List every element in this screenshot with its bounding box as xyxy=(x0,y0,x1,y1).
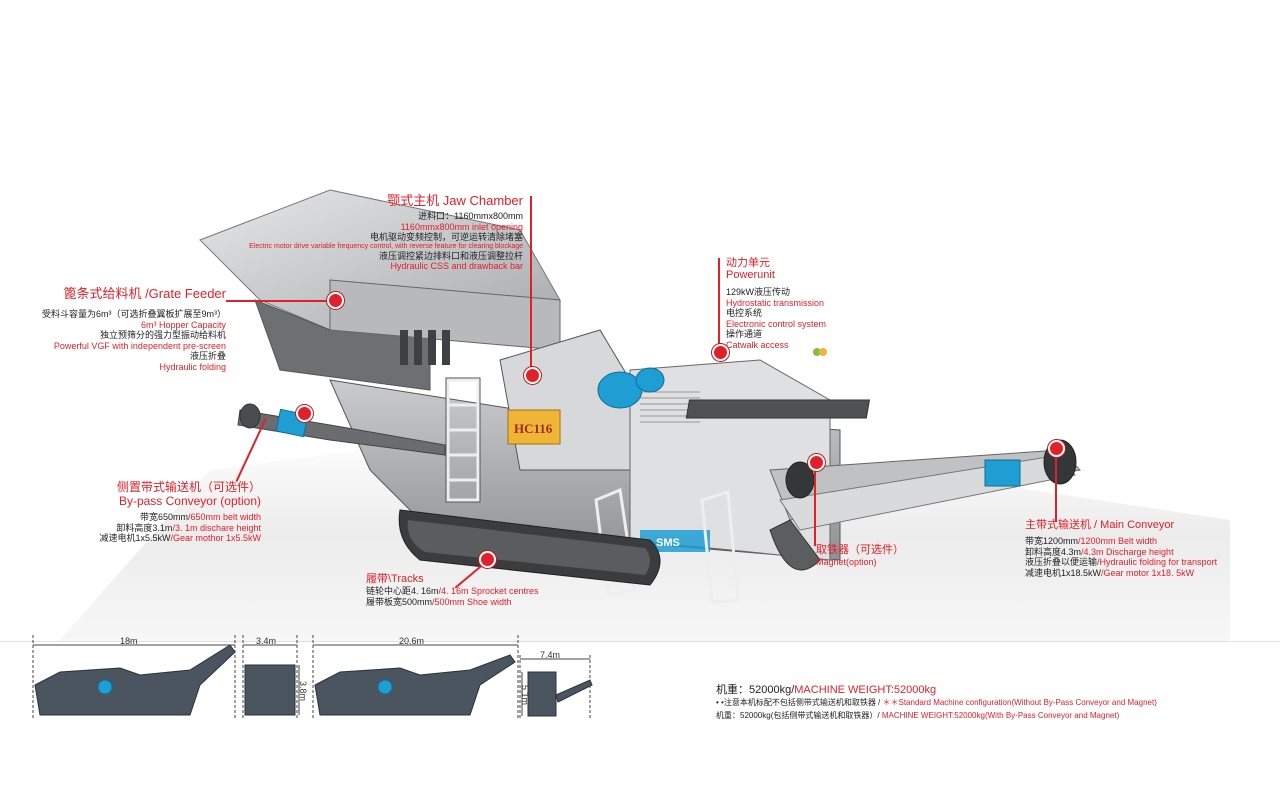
main-conveyor-line-4: 减速电机1x18.5kW/Gear motor 1x18. 5kW xyxy=(1025,567,1195,578)
working-front-view xyxy=(244,664,296,716)
magnet-title: 取铁器（可选件） xyxy=(816,544,904,556)
jaw-chamber-line-6: Hydraulic CSS and drawback bar xyxy=(390,261,523,272)
tracks-callout: 履带\Tracks 链轮中心距4. 16m/4. 16m Sprocket ce… xyxy=(366,573,539,607)
magnet-callout: 取铁器（可选件） Magnet(option) xyxy=(816,544,904,568)
main-conveyor-line-2: 卸料高度4.3m/4.3m Discharge height xyxy=(1025,546,1174,557)
tracks-line-2: 履带板宽500mm/500mm Shoe width xyxy=(366,596,512,607)
jaw-chamber-line-2: 1160mmx800mm inlet opening xyxy=(400,221,523,232)
main-conveyor-line-1: 带宽1200mm/1200mm Belt width xyxy=(1025,536,1158,546)
dimension-drawings xyxy=(32,635,593,718)
power-unit-line-6: Catwalk access xyxy=(726,339,789,350)
jaw-chamber-line-1: 进料口：1160mmx800mm xyxy=(418,211,523,221)
working-side-view xyxy=(34,644,236,716)
bypass-conveyor-callout: 侧置带式输送机（可选件） By-pass Conveyor (option) 带… xyxy=(40,480,261,544)
grate-feeder-marker xyxy=(327,292,344,309)
power-unit-line-1: 129kW液压传动 xyxy=(726,287,791,297)
power-unit-title-en: Powerunit xyxy=(726,269,775,281)
power-unit-leader-line xyxy=(718,258,720,350)
transport-length-dim: 20.6m xyxy=(399,636,425,646)
power-unit-line-3: 电控系统 xyxy=(726,308,763,319)
transport-side-view xyxy=(314,654,516,716)
grate-feeder-line-3: 独立预筛分的强力型振动给料机 xyxy=(99,330,226,341)
magnet-leader-line xyxy=(814,462,816,546)
full-config-weight: 机重：52000kg(包括侧带式输送机和取铁器）/ MACHINE WEIGHT… xyxy=(716,711,1120,720)
main-conveyor-leader-line xyxy=(1055,446,1057,522)
tracks-marker xyxy=(479,551,496,568)
jaw-chamber-line-4: Electric motor drive variable frequency … xyxy=(249,242,523,250)
machine-weight: 机重：52000kg/MACHINE WEIGHT:52000kg xyxy=(716,684,937,696)
jaw-chamber-callout: 颚式主机 Jaw Chamber 进料口：1160mmx800mm 1160mm… xyxy=(230,193,523,272)
main-conveyor-title: 主带式输送机 / Main Conveyor xyxy=(1025,519,1175,531)
main-conveyor-line-3: 液压折叠以便运输/Hydraulic folding for transport xyxy=(1025,557,1218,568)
power-unit-line-5: 操作通道 xyxy=(726,329,763,340)
power-unit-title-cn: 动力单元 xyxy=(726,257,770,269)
jaw-chamber-line-3: 电机驱动变频控制，可逆运转清除堵塞 xyxy=(369,232,523,243)
power-unit-line-2: Hydrostatic transmission xyxy=(726,297,825,308)
working-height-dim: 3.8m xyxy=(298,680,309,702)
power-unit-marker xyxy=(712,344,729,361)
bypass-line-1: 带宽650mm/650mm belt width xyxy=(139,512,261,522)
grate-feeder-callout: 篦条式给料机 /Grate Feeder 受料斗容量为6m³（可选折叠翼板扩展至… xyxy=(20,286,226,373)
bypass-line-2: 卸料高度3.1m/3. 1m dischare height xyxy=(116,522,261,533)
transport-width-dim: 7.4m xyxy=(540,650,561,660)
standard-config-note: • •注意本机标配不包括侧带式输送机和取铁器 / ＊＊Standard Mach… xyxy=(716,698,1157,707)
grate-feeder-line-4: Powerful VGF with independent pre-screen xyxy=(53,340,226,351)
grate-feeder-line-6: Hydraulic folding xyxy=(159,361,226,372)
magnet-marker xyxy=(808,454,825,471)
transport-front-view xyxy=(527,671,593,717)
jaw-chamber-leader-line xyxy=(530,196,532,372)
bypass-line-3: 减速电机1x5.5kW/Gear mothor 1x5.5kW xyxy=(99,533,261,544)
grate-feeder-line-5: 液压折叠 xyxy=(189,351,226,362)
brand-logo: SMS xyxy=(656,537,680,549)
transport-height-dim: 5.1m xyxy=(520,684,531,706)
main-conveyor-callout: 主带式输送机 / Main Conveyor 带宽1200mm/1200mm B… xyxy=(1025,519,1217,578)
model-plate: HC116 xyxy=(514,421,553,436)
grate-feeder-leader-line xyxy=(226,300,334,302)
tracks-line-1: 链轮中心距4. 16m/4. 16m Sprocket centres xyxy=(366,586,539,596)
power-unit-callout: 动力单元 Powerunit 129kW液压传动 Hydrostatic tra… xyxy=(726,257,826,351)
jaw-chamber-line-5: 液压调控紧边排料口和液压调整拉杆 xyxy=(378,250,523,261)
grate-feeder-line-2: 6m³ Hopper Capacity xyxy=(140,319,226,330)
jaw-chamber-marker xyxy=(524,367,541,384)
working-width-dim: 3.4m xyxy=(256,636,277,646)
grate-feeder-line-1: 受料斗容量为6m³（可选折叠翼板扩展至9m³） xyxy=(41,309,226,319)
grate-feeder-title: 篦条式给料机 /Grate Feeder xyxy=(63,286,226,301)
tracks-title: 履带\Tracks xyxy=(366,573,424,585)
magnet-subtitle: Magnet(option) xyxy=(816,557,877,567)
main-conveyor-marker xyxy=(1048,440,1065,457)
power-unit-line-4: Electronic control system xyxy=(726,318,827,329)
jaw-chamber-title: 颚式主机 Jaw Chamber xyxy=(387,193,523,208)
bypass-title-en: By-pass Conveyor (option) xyxy=(118,494,261,508)
bypass-marker xyxy=(296,405,313,422)
working-length-dim: 18m xyxy=(120,636,138,646)
bypass-title-cn: 侧置带式输送机（可选件） xyxy=(116,480,261,494)
